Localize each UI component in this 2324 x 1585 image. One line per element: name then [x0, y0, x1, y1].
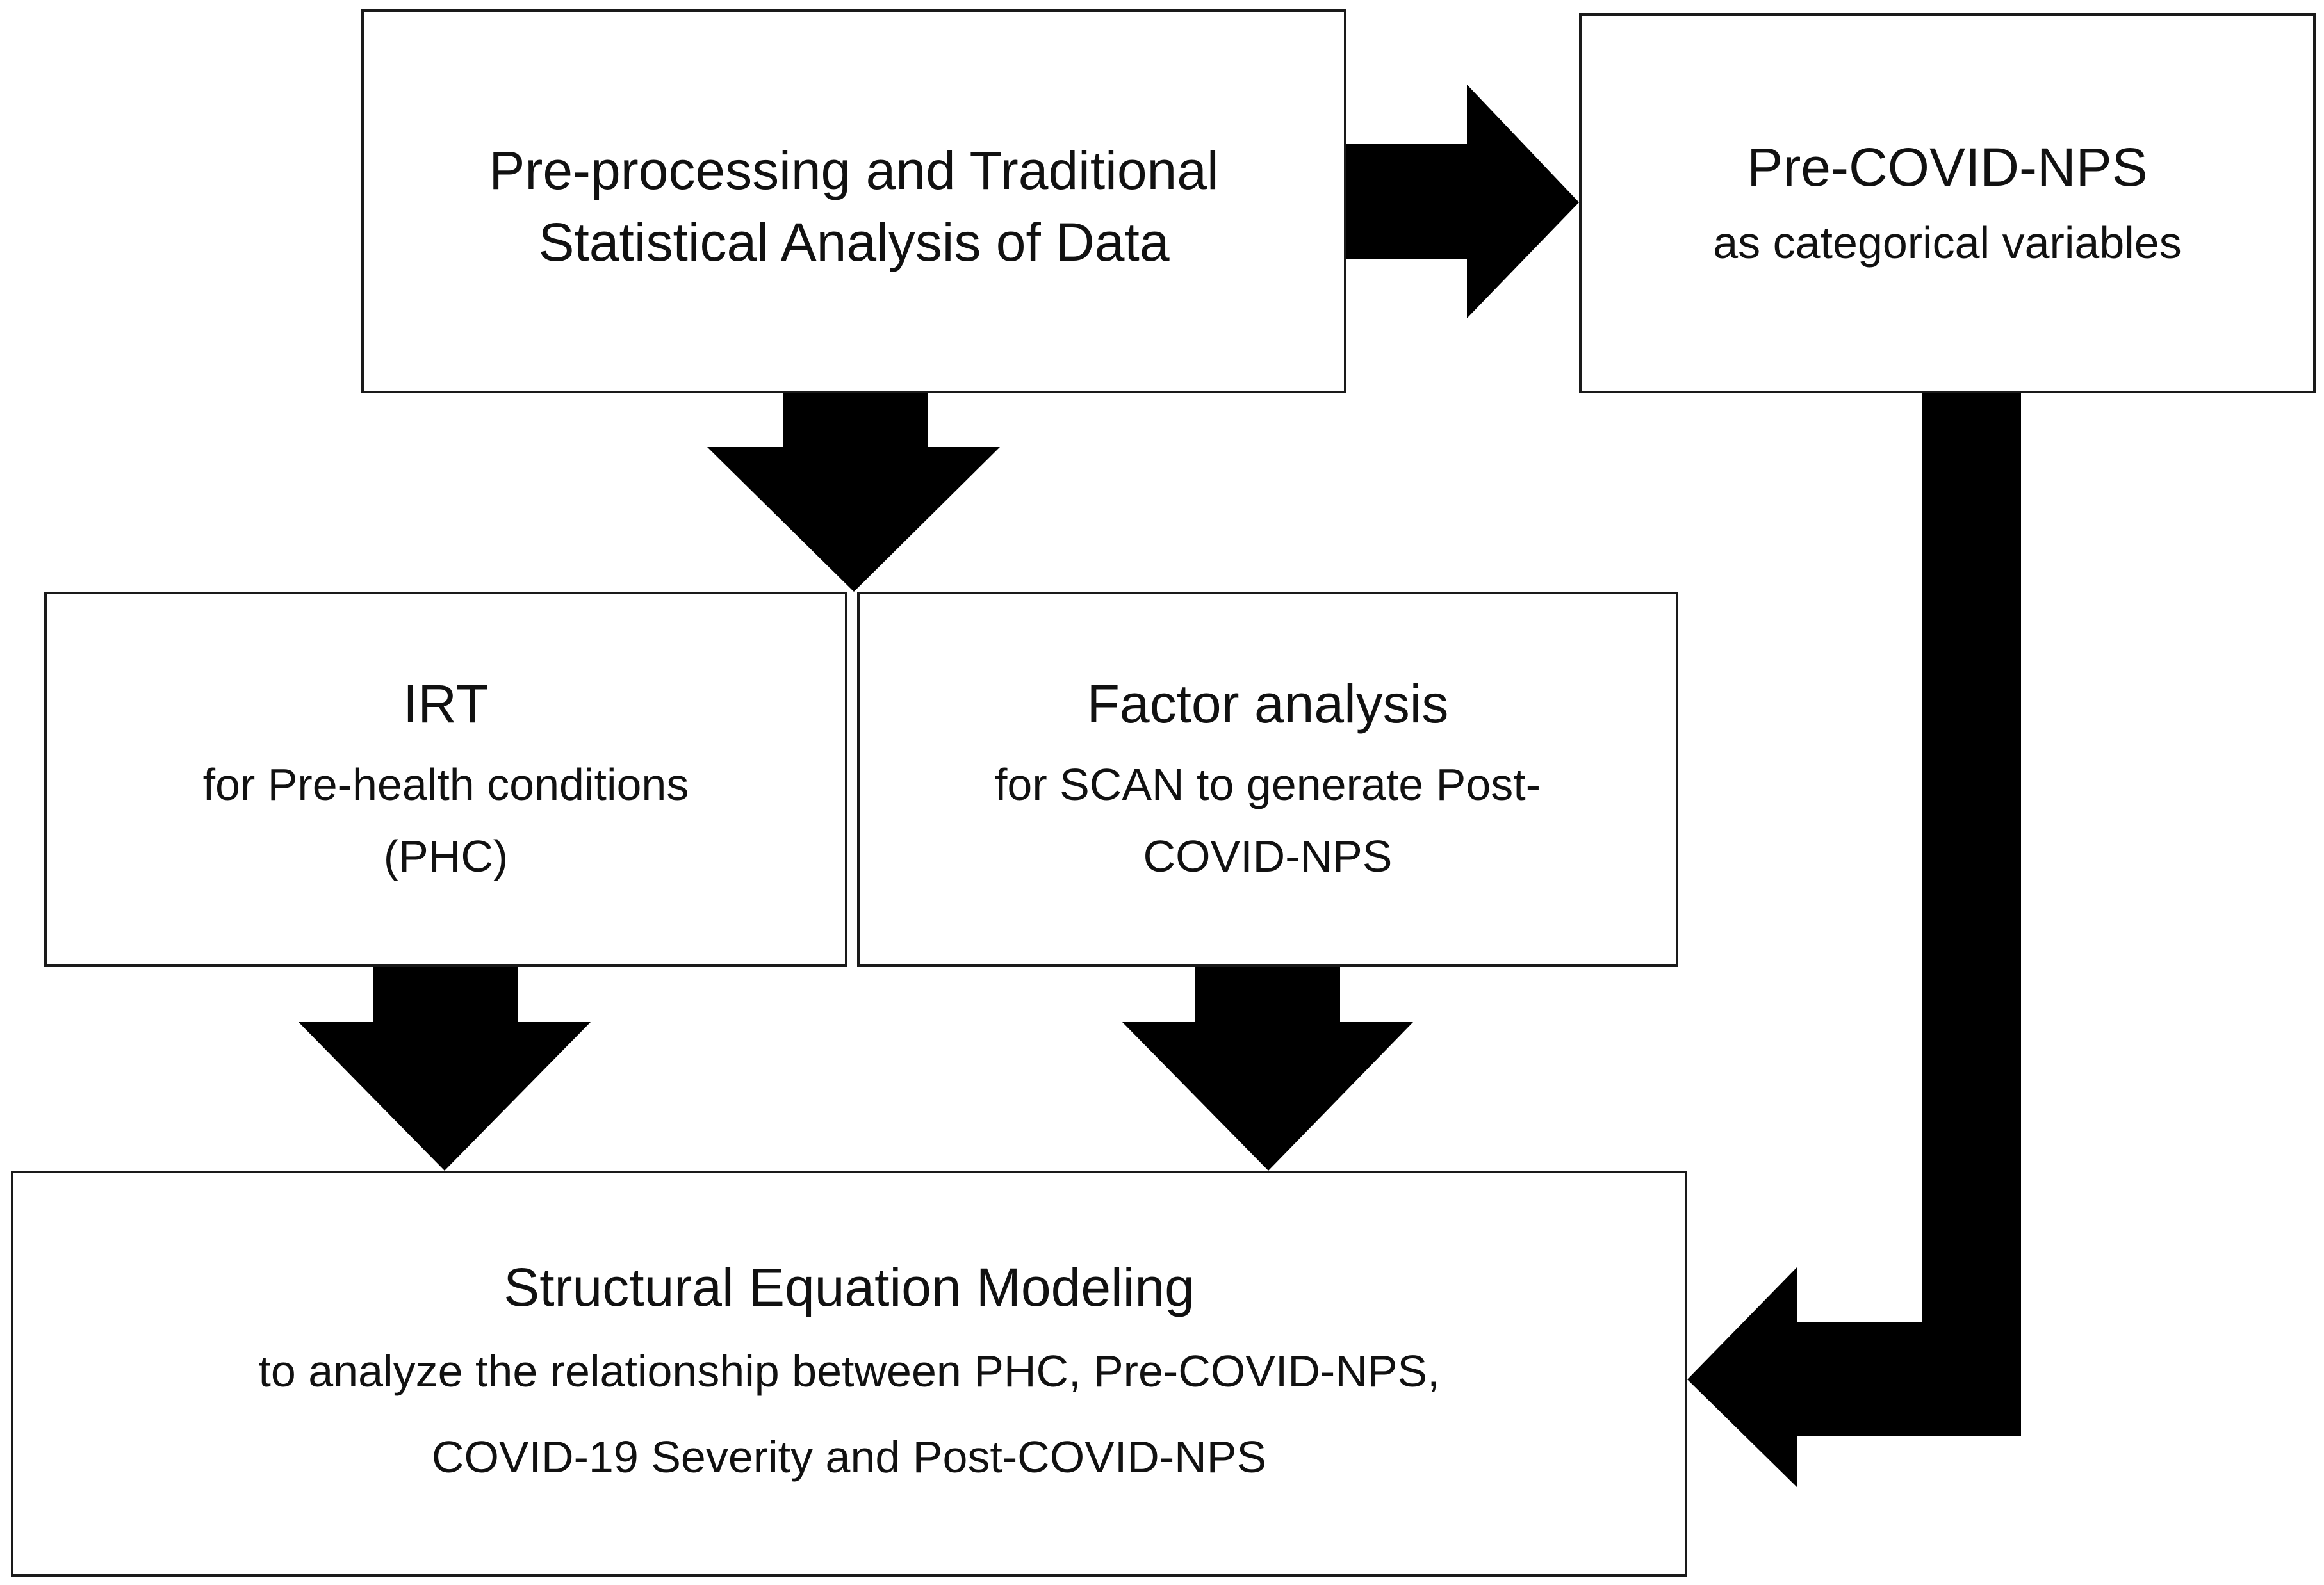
sem-box: Structural Equation Modeling to analyze … — [11, 1171, 1687, 1577]
sem-title: Structural Equation Modeling — [503, 1257, 1195, 1317]
irt-title: IRT — [403, 674, 489, 734]
pre-covid-nps-title: Pre-COVID-NPS — [1747, 137, 2148, 197]
irt-line1: for Pre-health conditions — [202, 760, 689, 809]
factor-analysis-line1: for SCAN to generate Post- — [994, 760, 1541, 809]
preprocessing-box: Pre-processing and Traditional Statistic… — [361, 9, 1346, 393]
pre-covid-nps-box: Pre-COVID-NPS as categorical variables — [1579, 13, 2316, 393]
pre-covid-nps-subtitle: as categorical variables — [1713, 218, 2182, 268]
arrow-factor-to-sem — [1122, 967, 1413, 1171]
sem-line2: COVID-19 Severity and Post-COVID-NPS — [431, 1432, 1267, 1482]
arrow-preprocessing-to-analyses — [707, 393, 1000, 592]
factor-analysis-box: Factor analysis for SCAN to generate Pos… — [857, 592, 1678, 967]
factor-analysis-line2: COVID-NPS — [1143, 831, 1393, 881]
irt-line2: (PHC) — [383, 831, 509, 881]
preprocessing-title-line1: Pre-processing and Traditional — [489, 140, 1219, 200]
arrow-irt-to-sem — [299, 967, 591, 1171]
arrow-preprocessing-to-pre-covid-nps — [1346, 85, 1579, 318]
irt-box: IRT for Pre-health conditions (PHC) — [44, 592, 847, 967]
factor-analysis-title: Factor analysis — [1086, 674, 1449, 734]
preprocessing-title-line2: Statistical Analysis of Data — [538, 212, 1170, 272]
sem-line1: to analyze the relationship between PHC,… — [258, 1346, 1440, 1396]
arrow-pre-covid-nps-to-sem — [1687, 393, 2021, 1488]
